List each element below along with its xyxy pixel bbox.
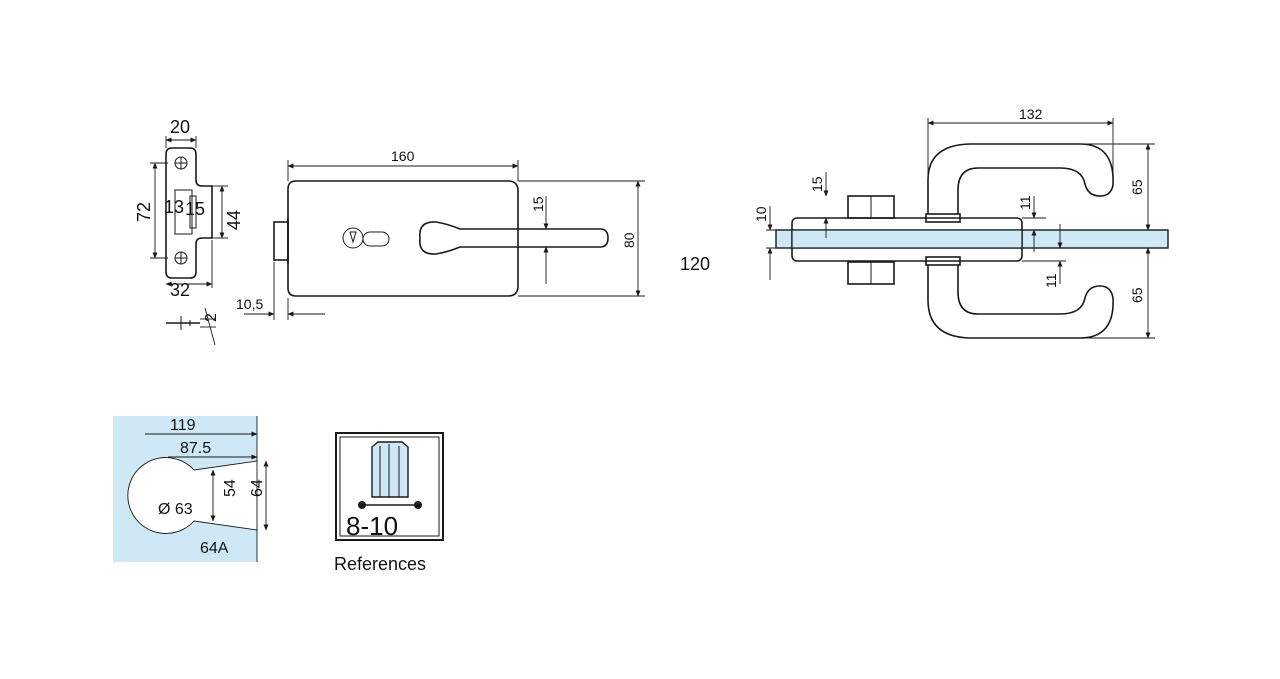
dim-119: 119	[170, 417, 196, 434]
reference-range: 8-10	[346, 511, 398, 541]
dim-120: 120	[680, 254, 710, 274]
strike-plate-outline	[165, 147, 213, 279]
upper-handle	[927, 143, 1114, 218]
dim-diameter: Ø 63	[158, 501, 193, 518]
lever-handle	[419, 221, 609, 255]
lock-body-outline	[287, 180, 519, 297]
dim-65-lower: 65	[1129, 287, 1145, 303]
latch-opening	[174, 189, 193, 235]
dim-11-lower: 11	[1043, 273, 1059, 288]
dim-132: 132	[1019, 106, 1043, 122]
dim-10-5: 10,5	[236, 296, 263, 312]
dim-80: 80	[621, 232, 637, 248]
dim-15: 15	[185, 199, 205, 219]
handle-side-view: 132 65 65 15 10 11 11	[753, 106, 1169, 339]
dim-44: 44	[224, 210, 244, 230]
dim-2: 2	[203, 313, 220, 322]
dim-13: 13	[164, 197, 184, 217]
dim-87-5: 87.5	[180, 440, 211, 457]
glass-thickness-icon	[371, 441, 409, 498]
dim-64: 64	[249, 479, 266, 497]
dim-160: 160	[391, 148, 415, 164]
cutout-code: 64A	[200, 540, 229, 557]
strike-plate-view: 20 72 13 15 44 32 2	[134, 117, 244, 346]
dim-10-glass: 10	[753, 206, 769, 222]
lower-handle	[927, 260, 1114, 339]
latch-bolt	[273, 221, 289, 261]
dim-slot-15: 15	[530, 196, 546, 212]
dim-32: 32	[170, 280, 190, 300]
references-label: References	[334, 554, 426, 574]
dim-11-upper: 11	[1017, 195, 1033, 210]
references-box: 8-10 References	[334, 432, 444, 574]
dim-72: 72	[134, 202, 154, 222]
key-cylinder	[342, 227, 364, 249]
lock-body-view: 160 15 80 10,5	[236, 148, 645, 320]
dim-54: 54	[222, 479, 239, 497]
glass-cutout-view: 119 87.5 54 64 Ø 63 64A	[113, 416, 269, 562]
dim-15-block: 15	[809, 176, 825, 192]
dim-65-upper: 65	[1129, 179, 1145, 195]
dim-20: 20	[170, 117, 190, 137]
